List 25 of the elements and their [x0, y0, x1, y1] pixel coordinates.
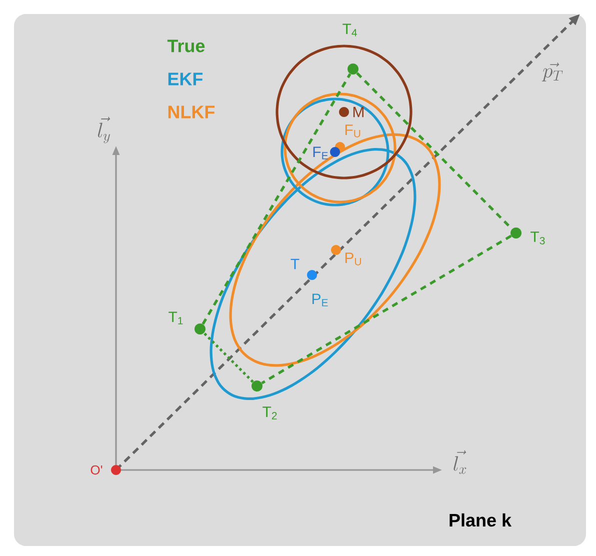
point-label: T$_{1}$ [168, 312, 183, 324]
point-label: T$_{4}$ [342, 24, 357, 36]
point-marker [348, 64, 358, 74]
connector-line [203, 332, 254, 383]
point-label: $\vec{l_x}$ [454, 450, 466, 474]
connector-line [202, 73, 352, 325]
legend-entry: True [167, 40, 205, 52]
legend-entry: EKF [168, 72, 203, 86]
point-marker [510, 228, 522, 238]
point-label: P$_{U}$ [345, 252, 361, 266]
point-marker [194, 324, 206, 334]
point-label: T$_{3}$ [530, 232, 545, 244]
point-label: T$_{2}$ [262, 406, 277, 420]
legend-entry: NLKF [168, 106, 215, 118]
point-label: P$_{E}$ [312, 294, 328, 306]
point-marker [252, 380, 262, 392]
point-label: F$_{E}$ [313, 146, 328, 160]
point-label: T [290, 258, 300, 270]
point-label: O' [90, 465, 102, 475]
point-label: M [353, 106, 364, 118]
point-label: $\vec{l_y}$ [98, 116, 110, 144]
point-label: Plane k [450, 513, 512, 527]
connector-line [261, 234, 512, 384]
point-label: $\vec{p_T}$ [542, 62, 563, 82]
point-label: F$_{U}$ [345, 124, 360, 138]
